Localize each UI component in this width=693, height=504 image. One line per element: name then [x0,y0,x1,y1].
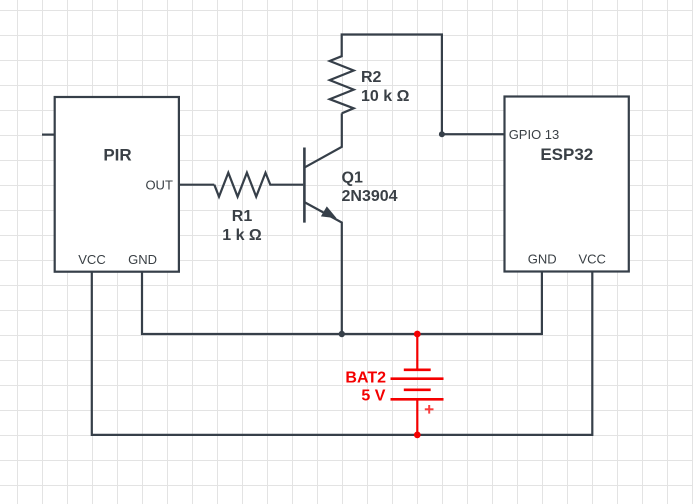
svg-text:R2: R2 [361,69,382,86]
svg-text:GND: GND [528,252,557,267]
svg-text:VCC: VCC [78,252,105,267]
svg-text:PIR: PIR [103,146,131,165]
svg-text:R1: R1 [232,208,253,225]
svg-text:GND: GND [128,252,157,267]
svg-text:10 k Ω: 10 k Ω [361,88,410,105]
svg-text:Q1: Q1 [342,170,363,187]
svg-text:2N3904: 2N3904 [342,188,398,205]
svg-text:OUT: OUT [145,178,173,193]
svg-text:ESP32: ESP32 [540,145,593,164]
svg-text:VCC: VCC [578,252,605,267]
svg-text:BAT2: BAT2 [345,370,386,387]
svg-text:GPIO 13: GPIO 13 [509,127,560,142]
svg-text:1 k Ω: 1 k Ω [222,227,262,244]
svg-text:5 V: 5 V [361,388,385,405]
